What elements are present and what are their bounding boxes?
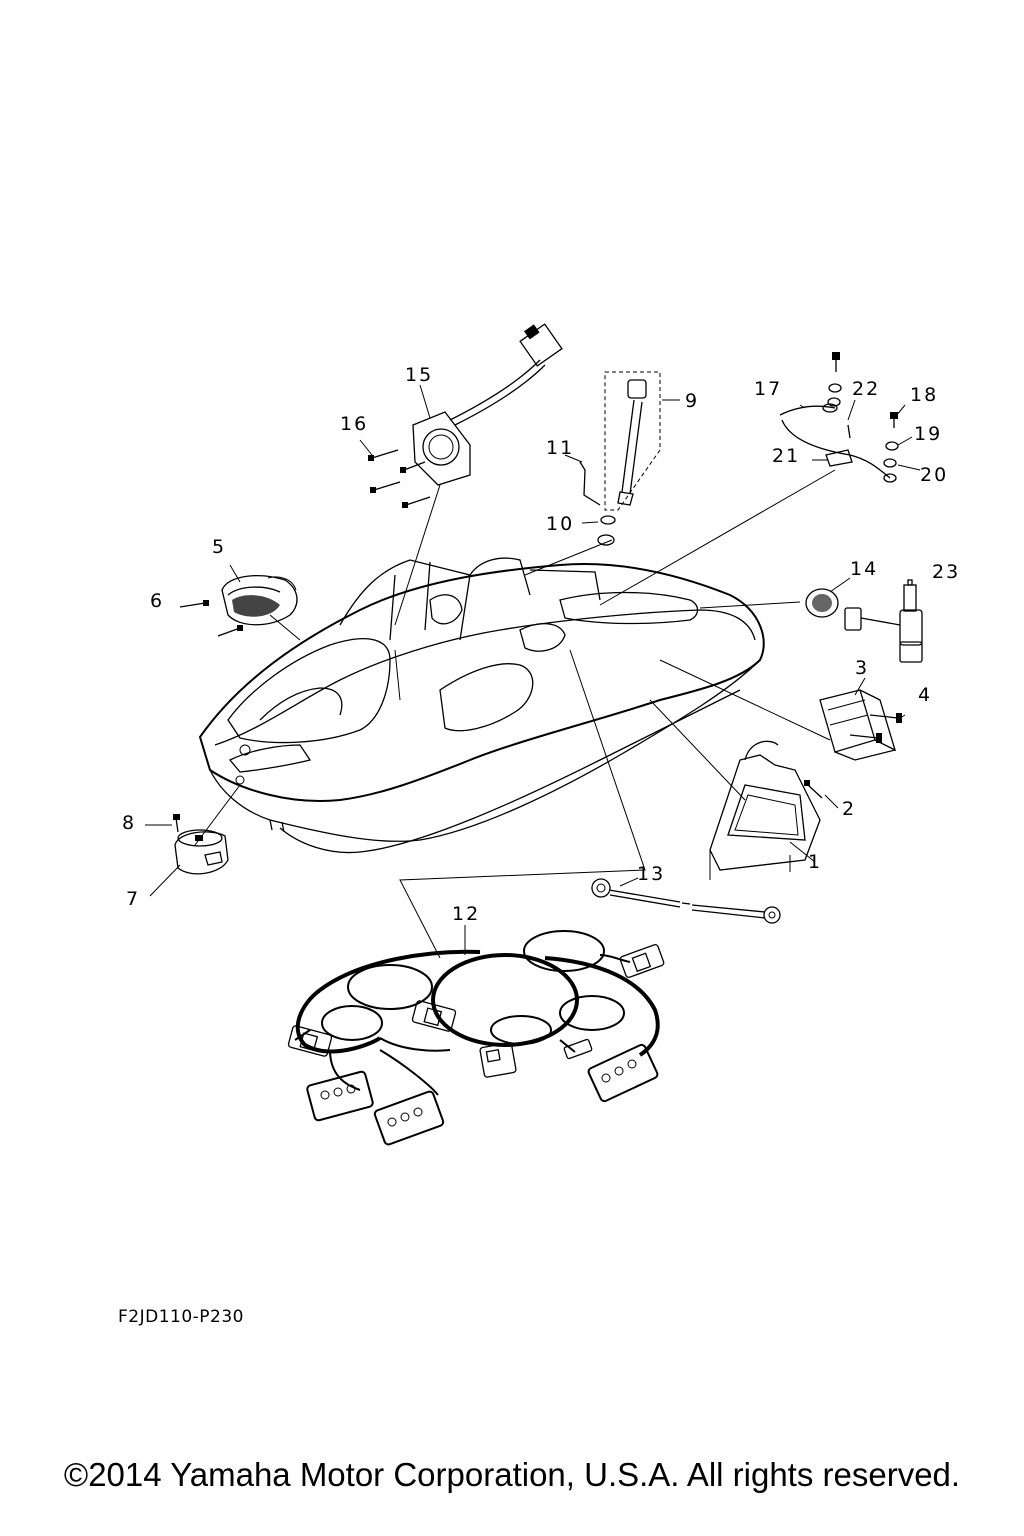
parts-18-20: [883, 412, 899, 468]
ground-cable-part-17: [779, 403, 897, 483]
callout-11: 11: [546, 437, 574, 459]
callout-1: 1: [808, 851, 822, 873]
bracket-part-1: [709, 740, 821, 871]
callout-6: 6: [150, 590, 164, 612]
drain-assembly-part-9: [604, 371, 661, 511]
speaker-part-5: [221, 575, 298, 626]
screws-part-16: [368, 449, 431, 508]
callout-10: 10: [546, 513, 574, 535]
gauge-bezel-part-15: [412, 323, 563, 486]
harness-connector: [587, 1043, 659, 1103]
harness-connector: [411, 1000, 457, 1032]
screw-part-2: [804, 780, 823, 799]
callout-18: 18: [910, 384, 938, 406]
wire-harness-part-12: [287, 930, 665, 1146]
sensor-part-23: [844, 579, 923, 663]
callout-13: 13: [637, 863, 665, 885]
leader-lines: [145, 384, 921, 959]
part-11: [579, 461, 601, 506]
callout-5: 5: [212, 536, 226, 558]
callout-21: 21: [772, 445, 800, 467]
callout-19: 19: [914, 423, 942, 445]
callout-14: 14: [850, 558, 878, 580]
callout-23: 23: [932, 561, 960, 583]
boat-hull: [198, 557, 765, 854]
callout-20: 20: [920, 464, 948, 486]
copyright-notice: ©2014 Yamaha Motor Corporation, U.S.A. A…: [63, 1456, 961, 1493]
harness-connector: [479, 1042, 517, 1078]
diagram-code: F2JD110-P230: [118, 1307, 244, 1327]
bolts-part-4: [849, 713, 902, 743]
callout-2: 2: [842, 798, 856, 820]
callout-17: 17: [754, 378, 782, 400]
callout-16: 16: [340, 413, 368, 435]
callout-8: 8: [122, 812, 136, 834]
screws-part-6: [179, 600, 243, 637]
callout-4: 4: [918, 684, 932, 706]
grommet-part-14: [805, 588, 839, 618]
cable-part-13: [591, 878, 781, 924]
callout-7: 7: [126, 888, 140, 910]
clip-part-21: [825, 449, 853, 467]
harness-connector: [563, 1038, 593, 1060]
callout-12: 12: [452, 903, 480, 925]
bolt-part-22: [827, 352, 851, 439]
callout-labels: 1 2 3 4 5 6 7 8 9 10 11 12 13 14 15 16 1…: [122, 364, 960, 925]
callout-15: 15: [405, 364, 433, 386]
harness-connector: [306, 1070, 374, 1122]
callout-22: 22: [852, 378, 880, 400]
unit-part-3: [819, 689, 897, 761]
callout-3: 3: [855, 657, 869, 679]
cleat-part-7: [174, 829, 229, 875]
part-10: [597, 515, 616, 546]
harness-connector: [373, 1090, 445, 1146]
callout-9: 9: [685, 390, 699, 412]
harness-connector: [287, 1025, 333, 1057]
screw-part-8: [173, 814, 180, 833]
harness-connector: [619, 944, 665, 978]
